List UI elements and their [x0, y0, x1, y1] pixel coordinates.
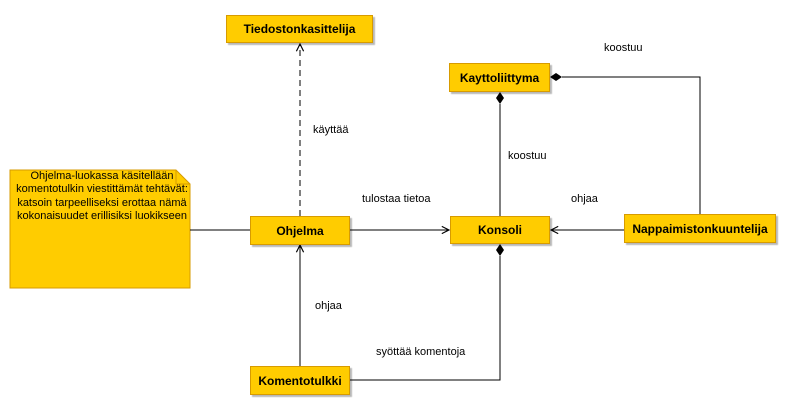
label-tulostaa-tietoa: tulostaa tietoa: [362, 193, 431, 205]
label-koostuu-mid: koostuu: [508, 150, 547, 162]
node-nappaimistonkuuntelija[interactable]: Nappaimistonkuuntelija: [624, 214, 776, 243]
label-kayttaa: käyttää: [313, 124, 349, 136]
diamond-kayttoliittyma-bottom: [496, 92, 504, 104]
node-konsoli[interactable]: Konsoli: [450, 216, 550, 244]
node-tiedostonkasittelija[interactable]: Tiedostonkasittelija: [226, 15, 373, 43]
node-kayttoliittyma[interactable]: Kayttoliittyma: [449, 63, 550, 92]
note-text: Ohjelma-luokassa käsitellään komentotulk…: [16, 170, 188, 223]
node-komentotulkki[interactable]: Komentotulkki: [250, 366, 350, 395]
note-shape: [9, 169, 191, 289]
edge-komentotulkki-konsoli: [350, 256, 501, 381]
diamond-konsoli-bottom: [496, 244, 504, 256]
diamond-kayttoliittyma-right: [550, 73, 562, 81]
label-syottaa-komentoja: syöttää komentoja: [376, 346, 466, 358]
label-ohjaa-right: ohjaa: [571, 193, 598, 205]
node-ohjelma[interactable]: Ohjelma: [250, 216, 350, 245]
label-ohjaa-left: ohjaa: [315, 300, 342, 312]
label-koostuu-top: koostuu: [604, 42, 643, 54]
note-fold: [175, 170, 190, 185]
edge-nappaimisto-kayttoliittyma: [562, 76, 701, 216]
